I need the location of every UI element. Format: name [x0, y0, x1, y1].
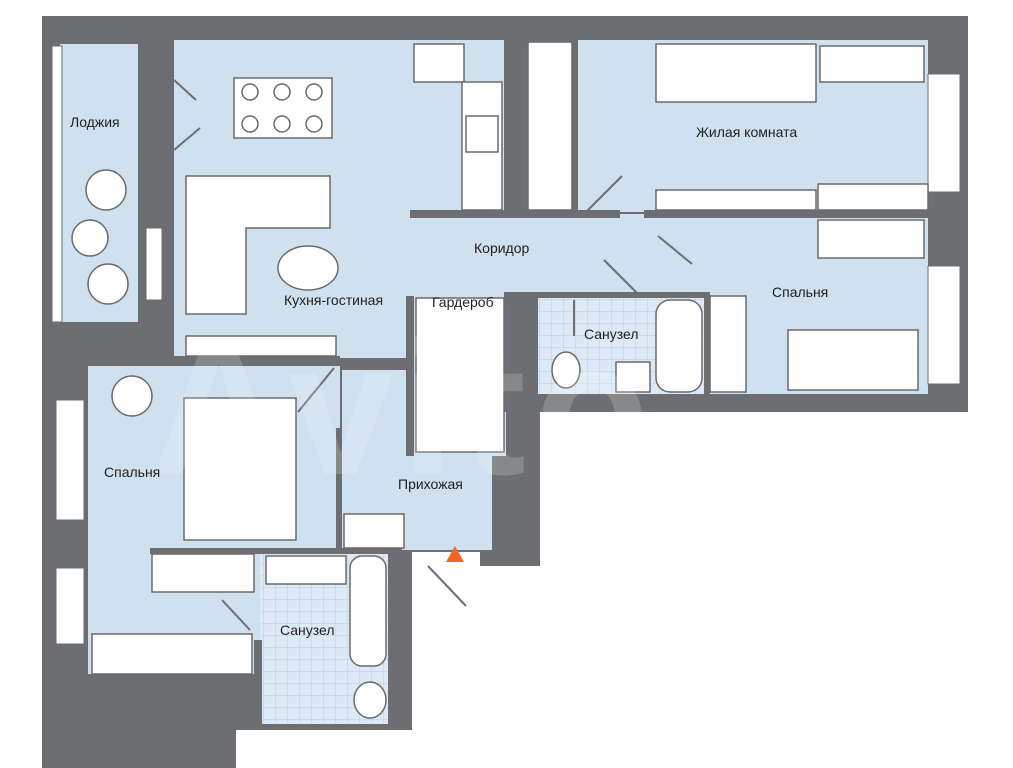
window-bedroom-east	[927, 265, 961, 385]
room-label-bedroom-west: Спальня	[104, 464, 161, 480]
wardrobe-bedroom-west-icon	[151, 553, 255, 593]
desk-living-icon	[819, 45, 925, 83]
loggia-chair-icon	[87, 263, 129, 305]
loggia-chair-icon	[85, 169, 127, 211]
desk-bedroom-east-icon	[817, 219, 925, 259]
bed-bedroom-west-icon	[183, 397, 297, 541]
room-label-corridor: Коридор	[474, 240, 530, 256]
doors	[173, 79, 693, 631]
shoe-cabinet-icon	[343, 513, 405, 549]
room-label-living-room: Жилая комната	[696, 124, 798, 140]
entrance-triangle-icon	[446, 546, 464, 562]
window-bedroom-west-2	[55, 567, 85, 645]
desk-bedroom-west-icon	[91, 633, 253, 675]
wardrobe-corridor-icon	[527, 41, 573, 211]
armchair-bedroom-west-icon	[111, 375, 153, 417]
interior-walls	[60, 40, 928, 730]
sink-1-icon	[615, 361, 651, 393]
window-bedroom-west-1	[55, 399, 85, 521]
bathtub-1-icon	[655, 299, 703, 393]
coffee-table-icon	[277, 245, 339, 291]
desk-living-2-icon	[817, 183, 929, 211]
windows	[51, 45, 961, 645]
shelf-living-icon	[655, 189, 817, 211]
room-label-wardrobe: Гардероб	[432, 294, 494, 310]
bed-living-room-icon	[655, 43, 817, 103]
floor-corridor	[410, 214, 650, 294]
bathtub-2-icon	[349, 555, 387, 667]
corner-sofa-icon	[185, 175, 331, 315]
dining-chairs-icon	[241, 83, 323, 133]
toilet-1-icon	[551, 351, 581, 389]
room-label-kitchen-living: Кухня-гостиная	[284, 292, 384, 308]
room-label-bathroom-1: Санузел	[584, 326, 639, 342]
toilet-2-icon	[353, 681, 387, 719]
window-loggia-inner	[145, 227, 163, 301]
kitchen-sink-icon	[413, 43, 465, 83]
room-label-bathroom-2: Санузел	[280, 622, 335, 638]
room-label-hallway: Прихожая	[398, 476, 463, 492]
sinks-2-icon	[265, 555, 347, 585]
window-loggia	[51, 45, 63, 323]
room-label-bedroom-east: Спальня	[772, 284, 829, 300]
window-living	[927, 73, 961, 193]
stove-icon	[465, 115, 499, 153]
wardrobe-bedroom-east-icon	[709, 295, 747, 393]
room-label-loggia: Лоджия	[70, 114, 120, 130]
tv-stand-icon	[185, 335, 337, 357]
furniture	[71, 41, 929, 719]
bed-bedroom-east-icon	[787, 329, 919, 391]
wardrobe-closet-icon	[415, 297, 505, 453]
loggia-table-icon	[71, 219, 109, 257]
